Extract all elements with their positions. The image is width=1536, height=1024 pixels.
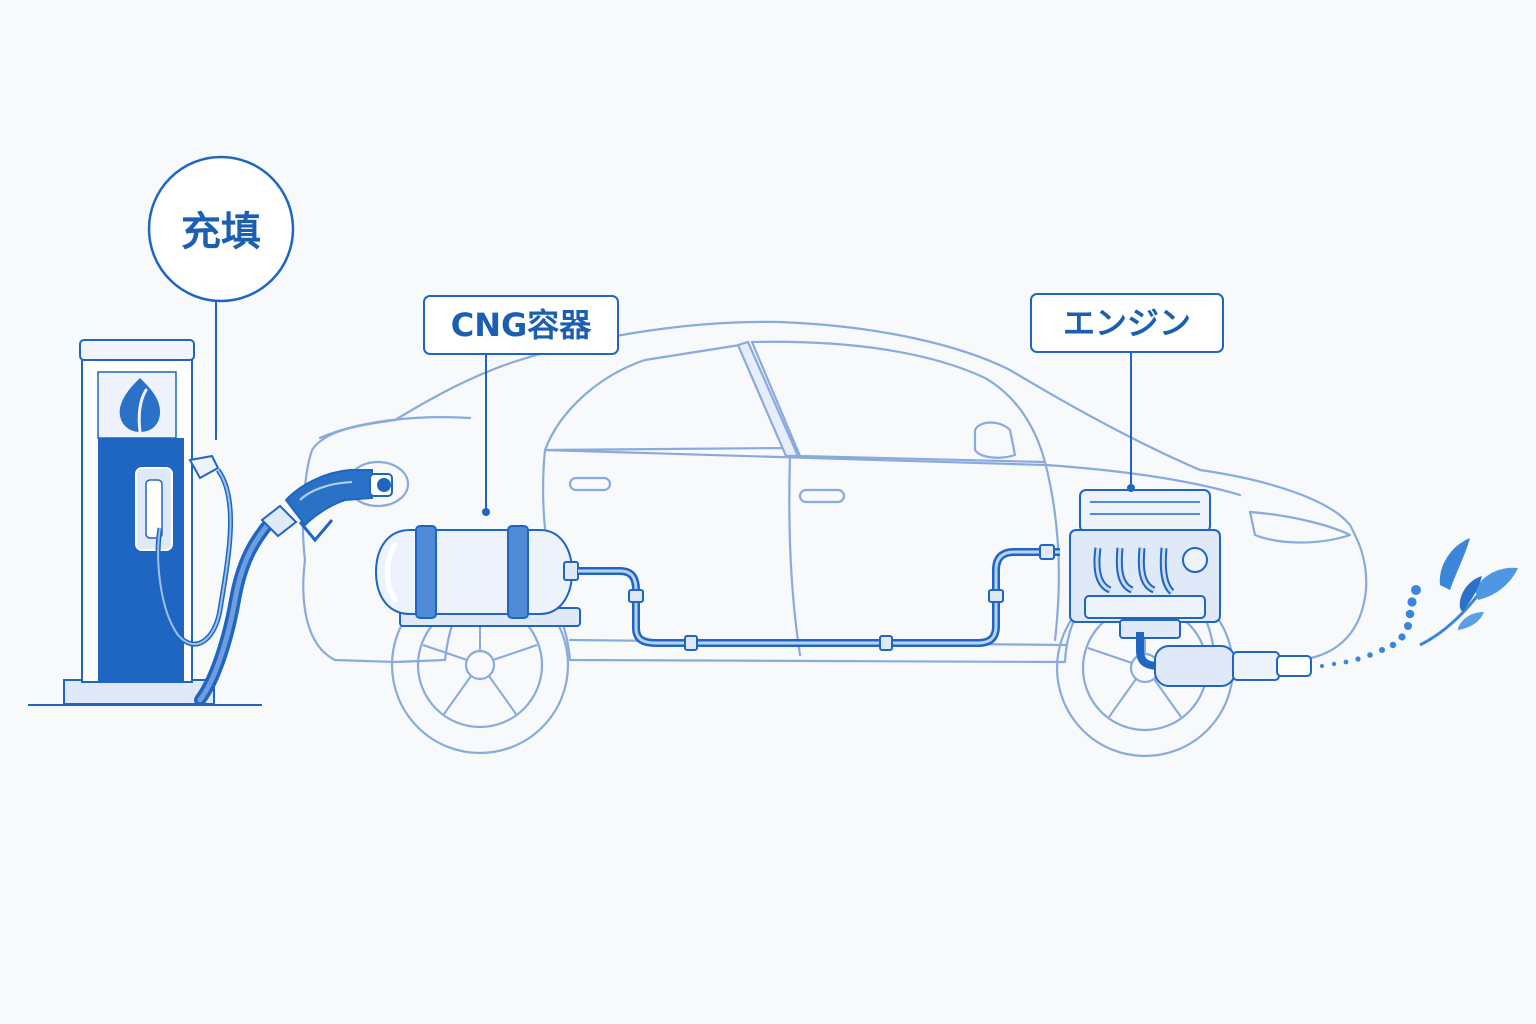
engine-oil-pan xyxy=(1119,619,1181,639)
exhaust-tip-2 xyxy=(1276,655,1312,677)
callout-engine-dot xyxy=(1127,484,1135,492)
car-window-front xyxy=(750,340,1047,464)
car-window-trim xyxy=(736,340,800,458)
pump-base xyxy=(63,679,215,705)
fuel-line xyxy=(578,548,1060,647)
callout-engine-label: エンジン xyxy=(1063,304,1191,342)
tank-strap-left xyxy=(415,525,437,619)
tank-valve xyxy=(563,561,579,581)
car-window-rear xyxy=(543,343,787,452)
fuel-pump xyxy=(28,339,262,706)
pump-top xyxy=(79,339,195,361)
car-door-handle-front xyxy=(798,488,846,504)
cng-tank xyxy=(374,525,581,627)
fuel-line-highlight xyxy=(578,550,1060,645)
muffler xyxy=(1154,645,1236,687)
fill-nozzle xyxy=(260,469,393,543)
callout-tank: CNG容器 xyxy=(423,295,619,516)
callout-tank-box xyxy=(423,295,619,355)
engine xyxy=(1069,489,1221,639)
callout-fill: 充填 xyxy=(147,155,295,440)
emission-dots xyxy=(1320,585,1421,668)
fill-hose-highlight xyxy=(197,519,273,703)
exhaust-tip-1 xyxy=(1232,651,1280,681)
leaf-flame-icon xyxy=(119,378,160,434)
car-belt-line xyxy=(543,448,1242,497)
car-hood-line xyxy=(318,416,472,440)
tank-strap-right xyxy=(507,525,529,619)
car-headlight xyxy=(1248,510,1352,544)
engine-cover xyxy=(1079,489,1211,533)
callout-engine: エンジン xyxy=(1030,293,1224,492)
callout-fill-label: 充填 xyxy=(181,209,261,255)
fuel-line-couplings xyxy=(628,544,1055,651)
pump-hose-connector xyxy=(188,454,220,480)
car-door-line-mid xyxy=(788,454,802,657)
pump-holster-inner xyxy=(145,479,163,539)
car-mirror xyxy=(973,421,1017,459)
callout-tank-label: CNG容器 xyxy=(451,306,593,344)
car-door-handle-rear xyxy=(568,476,612,492)
leaves-icon xyxy=(1419,538,1518,647)
pump-inner-hose-highlight xyxy=(157,469,232,646)
callout-fill-circle xyxy=(147,155,295,303)
callout-tank-dot xyxy=(482,508,490,516)
tank-body xyxy=(374,529,574,615)
callout-engine-box xyxy=(1030,293,1224,353)
exhaust xyxy=(1136,632,1312,687)
